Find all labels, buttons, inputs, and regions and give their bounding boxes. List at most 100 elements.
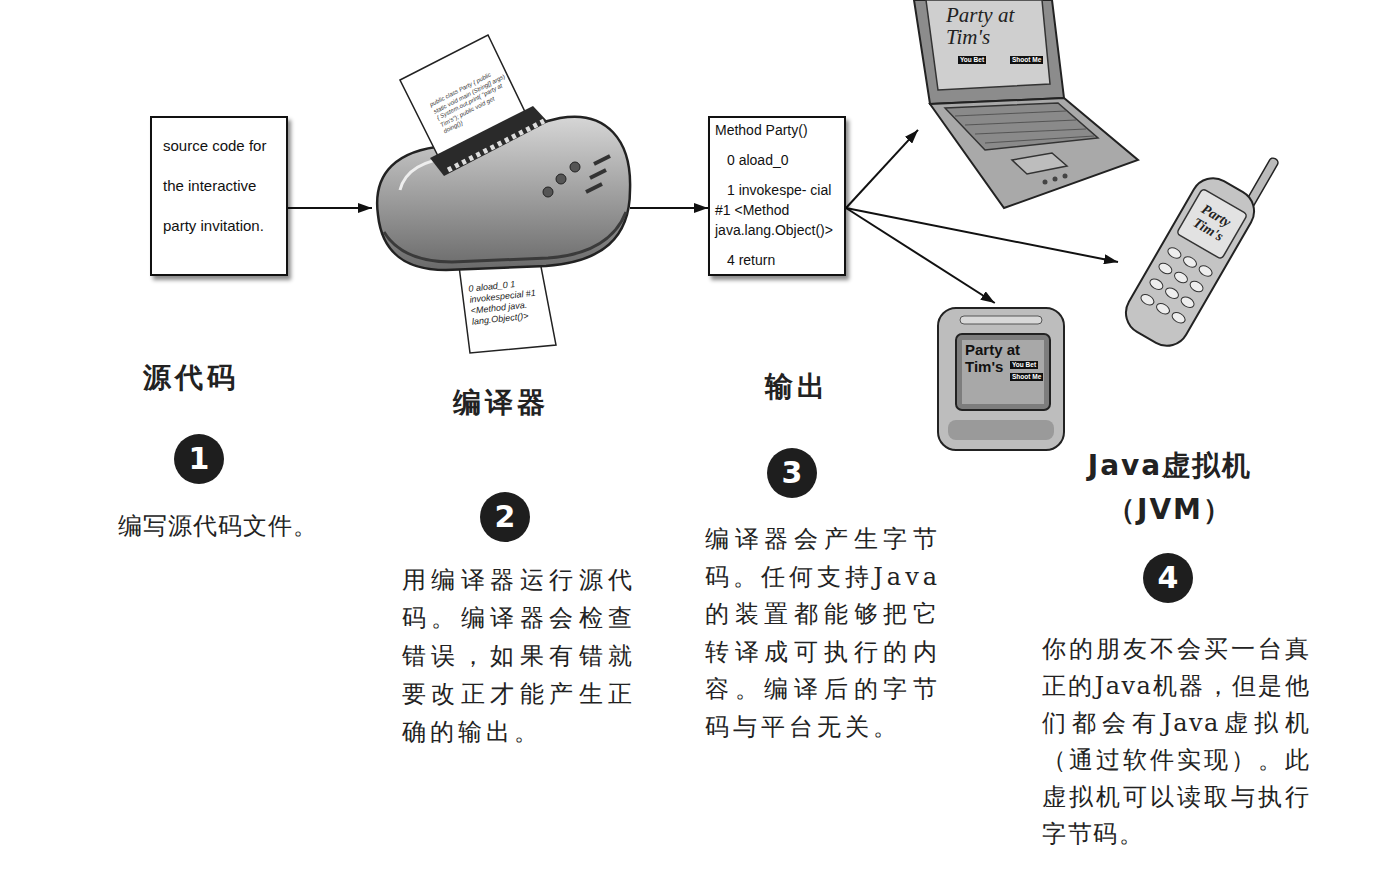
pager-display bbox=[962, 340, 1044, 404]
text-slot: Party Tim's bbox=[1188, 207, 1236, 239]
screen-text: Party at Tim's bbox=[965, 341, 1025, 375]
pager-drawing bbox=[938, 308, 1064, 450]
pager-node: Party at Tim'sYou BetShoot Me bbox=[935, 303, 1065, 453]
label-slot: public class Party { public static void … bbox=[433, 82, 513, 120]
connectors bbox=[288, 130, 1118, 303]
caption-text: 编译器会产生字节码。任何支持Java的装置都能够把它转译成可执行的内容。编译后的… bbox=[705, 521, 941, 747]
phone-key bbox=[1148, 277, 1165, 292]
paper-code: 0 aload_0 1 invokespecial #1 <Method jav… bbox=[468, 276, 544, 327]
label-slot: 用编译器运行源代码。编译器会检查错误，如果有错就要改正才能产生正确的输出。 bbox=[402, 561, 636, 751]
heading: 编译器 bbox=[372, 383, 630, 423]
compiler-key bbox=[590, 170, 606, 178]
label-slot: 1 bbox=[174, 434, 224, 484]
bytecode-line: 1 invokespe- cial #1 <Method java.lang.O… bbox=[715, 180, 839, 240]
text-slot: 1 invokespe- cial #1 <Method java.lang.O… bbox=[715, 180, 839, 240]
label-slot: 2 bbox=[480, 492, 530, 542]
laptop-lid bbox=[914, 0, 1064, 104]
button-label: Shoot Me bbox=[1010, 373, 1043, 381]
source-box: source code for the interactive party in… bbox=[150, 116, 288, 276]
pager-body bbox=[938, 308, 1064, 450]
label-slot: 编写源代码文件。 bbox=[118, 510, 348, 542]
phone-key bbox=[1139, 292, 1156, 307]
laptop-node: Party at Tim'sYou Bet Shoot Me bbox=[918, 2, 1135, 205]
heading: Java虚拟机（JVM） bbox=[1070, 444, 1270, 532]
label-slot: 输出 bbox=[747, 367, 847, 407]
caption-text: 编写源代码文件。 bbox=[118, 510, 348, 542]
compiler-button bbox=[543, 187, 553, 197]
pager-bezel bbox=[956, 334, 1050, 410]
pager-base-shadow bbox=[948, 420, 1054, 440]
phone-body bbox=[1118, 170, 1262, 354]
laptop-screen bbox=[926, 0, 1050, 90]
text-slot: 0 aload_0 bbox=[715, 150, 839, 170]
laptop-touchpad bbox=[1012, 153, 1067, 174]
button-label: Shoot Me bbox=[1010, 56, 1043, 64]
text-slot: Party at Tim's bbox=[946, 4, 1038, 48]
phone-key bbox=[1170, 310, 1187, 325]
text-slot: Party at Tim's bbox=[965, 341, 1025, 375]
laptop-drawing bbox=[914, 0, 1138, 208]
text-slot: You Bet bbox=[1010, 361, 1038, 369]
pager-top-strip bbox=[960, 316, 1042, 324]
text-slot: source code for the interactive party in… bbox=[163, 126, 280, 246]
compiler-button bbox=[556, 174, 566, 184]
label-slot: 3 bbox=[767, 448, 817, 498]
compiler-button bbox=[570, 162, 580, 172]
text-slot: Method Party() bbox=[715, 120, 839, 140]
callout-number: 4 bbox=[1143, 553, 1193, 603]
laptop-dot bbox=[1063, 174, 1068, 179]
label-slot: 编译器会产生字节码。任何支持Java的装置都能够把它转译成可执行的内容。编译后的… bbox=[705, 521, 941, 747]
paper-code: public class Party { public static void … bbox=[429, 66, 517, 136]
arrow-connector bbox=[288, 207, 372, 209]
keyboard-keys bbox=[955, 111, 1094, 143]
phone-key bbox=[1164, 286, 1181, 301]
heading: 输出 bbox=[747, 367, 847, 407]
phone-key bbox=[1155, 301, 1172, 316]
button-label: You Bet bbox=[958, 56, 986, 64]
arrow-connector bbox=[846, 208, 995, 303]
phone-key bbox=[1173, 270, 1190, 285]
phone-key bbox=[1188, 279, 1205, 294]
phone-key bbox=[1166, 246, 1183, 261]
phone-key bbox=[1182, 255, 1199, 270]
label-slot: 4 bbox=[1143, 553, 1193, 603]
phone-key bbox=[1157, 261, 1174, 276]
compiler-key bbox=[594, 156, 610, 164]
button-label: You Bet bbox=[1010, 361, 1038, 369]
box-text: source code for the interactive party in… bbox=[163, 126, 280, 246]
phone-drawing bbox=[1118, 131, 1285, 354]
label-slot: Java虚拟机（JVM） bbox=[1070, 444, 1270, 532]
screen-text: Party at Tim's bbox=[946, 4, 1038, 48]
caption-text: 你的朋友不会买一台真正的Java机器，但是他们都会有Java虚拟机（通过软件实现… bbox=[1042, 631, 1310, 853]
heading: 源代码 bbox=[141, 358, 241, 398]
laptop-dot bbox=[1043, 180, 1048, 185]
text-slot: 4 return bbox=[715, 250, 839, 270]
laptop-dot bbox=[1053, 177, 1058, 182]
bytecode-line: 0 aload_0 bbox=[715, 150, 839, 170]
bytecode-line: 4 return bbox=[715, 250, 839, 270]
compiler-key bbox=[586, 184, 602, 192]
compiler-drawing bbox=[377, 35, 630, 353]
text-slot: 编译器 bbox=[372, 383, 630, 423]
laptop-keyboard bbox=[945, 103, 1098, 150]
phone-key bbox=[1179, 295, 1196, 310]
caption-text: 用编译器运行源代码。编译器会检查错误，如果有错就要改正才能产生正确的输出。 bbox=[402, 561, 636, 751]
callout-number: 2 bbox=[480, 492, 530, 542]
compiler-rim bbox=[384, 212, 626, 262]
text-slot: Shoot Me bbox=[1010, 373, 1043, 381]
text-slot: You Bet bbox=[958, 56, 986, 64]
label-slot: 你的朋友不会买一台真正的Java机器，但是他们都会有Java虚拟机（通过软件实现… bbox=[1042, 631, 1310, 853]
callout-number: 1 bbox=[174, 434, 224, 484]
label-slot: 源代码 bbox=[141, 358, 241, 398]
phone-key bbox=[1197, 264, 1214, 279]
laptop-base bbox=[930, 98, 1138, 208]
callout-number: 3 bbox=[767, 448, 817, 498]
slot-teeth bbox=[448, 121, 544, 170]
screen-text: Party Tim's bbox=[1183, 197, 1241, 249]
phone-node: Party Tim's bbox=[1118, 155, 1276, 355]
bytecode-box: Method Party() 0 aload_0 1 invokespe- cial… bbox=[708, 116, 846, 276]
label-slot: 0 aload_0 1 invokespecial #1 <Method jav… bbox=[470, 280, 542, 324]
phone-screen bbox=[1176, 188, 1247, 259]
arrow-connector bbox=[630, 207, 708, 209]
